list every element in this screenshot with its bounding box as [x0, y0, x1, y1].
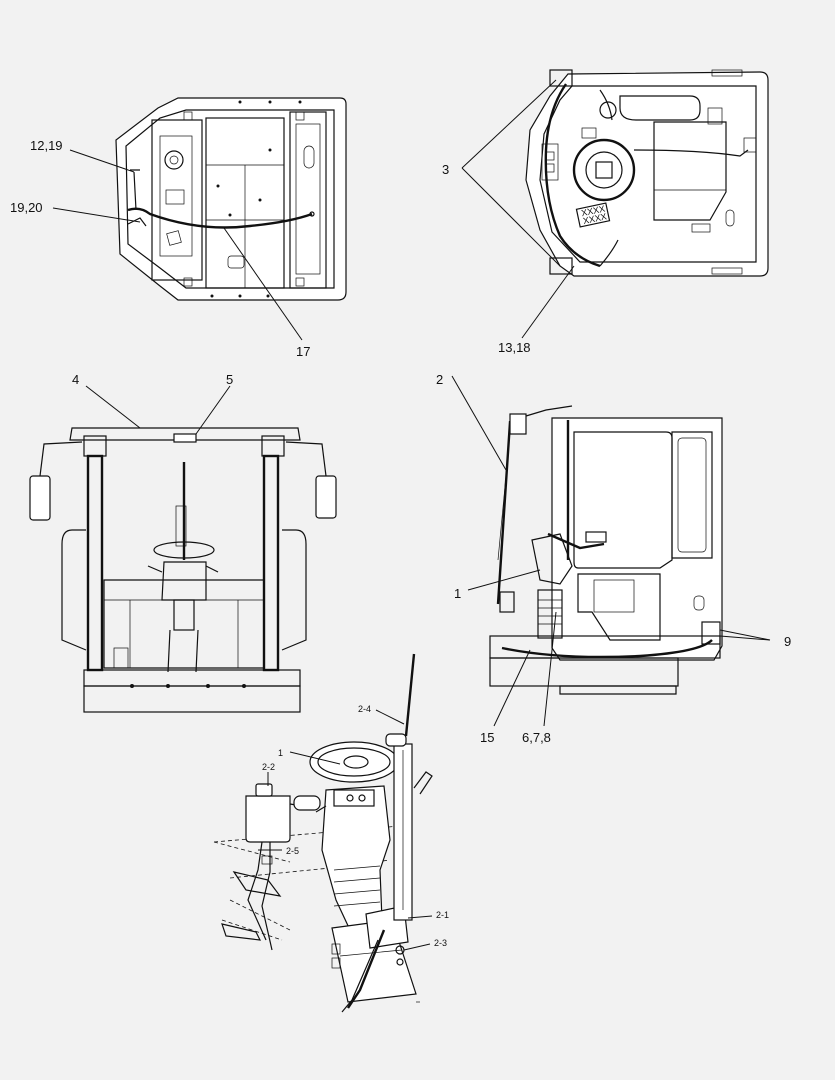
callout-2-5: 2-5: [286, 846, 299, 856]
callout-9: 9: [784, 634, 791, 649]
cab-roof-plan-view: XXXX XXXX 3 13,18: [442, 69, 769, 355]
callout-19-20: 19,20: [10, 200, 43, 215]
callout-15: 15: [480, 730, 494, 745]
callout-3: 3: [442, 162, 449, 177]
callout-17: 17: [296, 344, 310, 359]
steering-column-detail: 2-4 1 2-2 2-5 2-1 2-3: [213, 653, 449, 1013]
callout-1: 1: [454, 586, 461, 601]
callout-12-19: 12,19: [30, 138, 63, 153]
callout-2-2: 2-2: [262, 762, 275, 772]
callout-13-18: 13,18: [498, 340, 531, 355]
cab-side-view: 2 1 9 15 6,7,8: [436, 372, 791, 745]
panel-label-1: XXXX: [580, 203, 606, 218]
callout-2-3: 2-3: [434, 938, 447, 948]
cab-floor-plan-view: 12,19 19,20 17: [10, 97, 347, 359]
callout-5: 5: [226, 372, 233, 387]
callout-1-detail: 1: [278, 748, 283, 758]
callout-6-7-8: 6,7,8: [522, 730, 551, 745]
callout-2-4: 2-4: [358, 704, 371, 714]
panel-label-2: XXXX: [582, 211, 608, 226]
callout-4: 4: [72, 372, 79, 387]
cab-front-view: 4 5: [29, 372, 337, 713]
callout-2-1: 2-1: [436, 910, 449, 920]
callout-2: 2: [436, 372, 443, 387]
